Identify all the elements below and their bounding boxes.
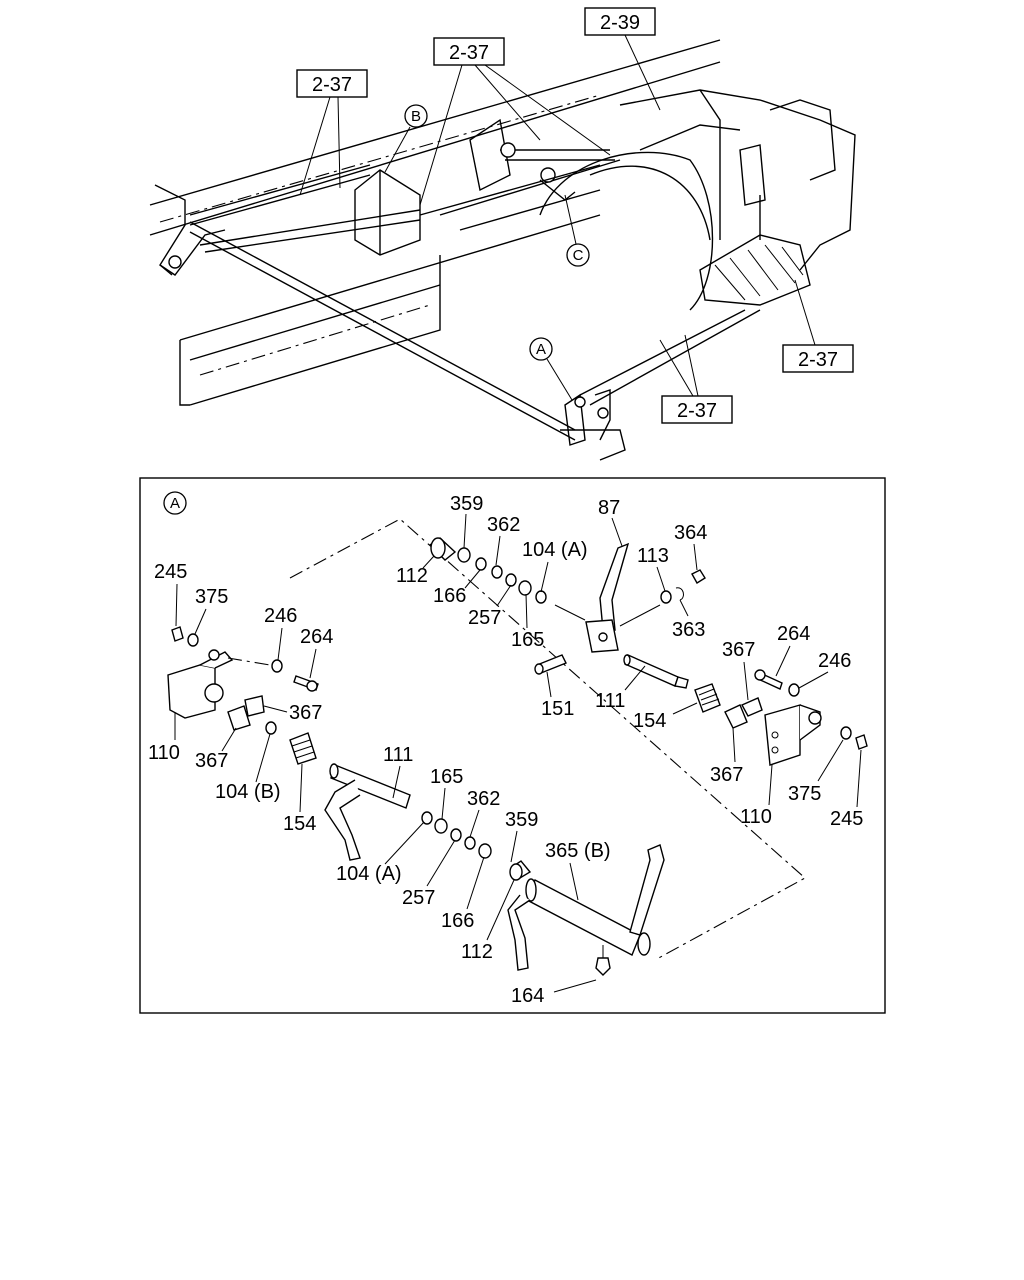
part-label: 104 (A) [522,539,588,561]
part-label: 245 [154,561,187,583]
ref-label: 2-37 [312,74,352,96]
part-label: 151 [541,698,574,720]
shift-rod [189,221,576,441]
part-label: 359 [450,493,483,515]
detail-a-panel: A [139,477,886,1014]
part-labels: 359 362 87 364 104 (A) 113 112 166 257 1… [148,493,863,1007]
detail-circle-label: A [163,491,187,515]
callout-b: B [384,104,428,173]
lever-a [560,309,761,461]
callout-label: A [536,341,546,358]
callout-c: C [564,194,590,267]
ref-box-2-37: 2-37 [782,279,854,373]
part-label: 362 [467,788,500,810]
part-label: 164 [511,985,544,1007]
part-label: 154 [283,813,316,835]
part-label: 264 [777,623,810,645]
part-label: 359 [505,809,538,831]
part-label: 112 [461,941,493,963]
bracket-c [419,118,615,216]
part-label: 257 [402,887,435,909]
detail-frame [139,477,886,1014]
ref-label: 2-39 [600,12,640,34]
callout-label: C [573,247,584,264]
callout-label: B [411,108,421,125]
part-label: 367 [710,764,743,786]
ref-label: 2-37 [677,400,717,422]
explosion-plane [289,518,806,961]
part-label: 104 (A) [336,863,402,885]
part-label: 112 [396,565,428,587]
ref-label: 2-37 [449,42,489,64]
part-label: 166 [433,585,466,607]
upper-assembly [428,537,868,766]
lower-assembly [324,763,665,976]
part-label: 367 [289,702,322,724]
part-label: 364 [674,522,707,544]
callout-a: A [529,337,573,401]
part-label: 362 [487,514,520,536]
part-label: 246 [264,605,297,627]
overview-illustration: 2-39 2-37 2-37 2-37 2-37 B [149,7,856,461]
ref-box-2-37: 2-37 [659,334,733,424]
part-label: 113 [637,545,669,567]
ref-label: 2-37 [798,349,838,371]
transmission [539,89,856,311]
rear-bracket [154,184,226,276]
part-label: 87 [598,497,620,519]
part-label: 154 [633,710,666,732]
part-label: 165 [430,766,463,788]
ref-box-2-37: 2-37 [296,69,368,196]
ref-box-2-39: 2-39 [584,7,661,111]
part-label: 104 (B) [215,781,281,803]
left-assembly [167,626,319,765]
part-label: 165 [511,629,544,651]
part-label: 257 [468,607,501,629]
frame-rail [149,39,721,406]
ref-box-2-37: 2-37 [419,37,611,206]
part-label: 110 [740,806,772,828]
detail-circle-text: A [170,495,180,512]
part-label: 246 [818,650,851,672]
part-label: 111 [595,690,625,712]
part-label: 367 [195,750,228,772]
part-label: 110 [148,742,180,764]
part-label: 245 [830,808,863,830]
part-label: 363 [672,619,705,641]
part-label: 365 (B) [545,840,611,862]
part-label: 166 [441,910,474,932]
part-label: 111 [383,744,413,766]
part-label: 375 [788,783,821,805]
part-label: 367 [722,639,755,661]
part-label: 264 [300,626,333,648]
part-label: 375 [195,586,228,608]
